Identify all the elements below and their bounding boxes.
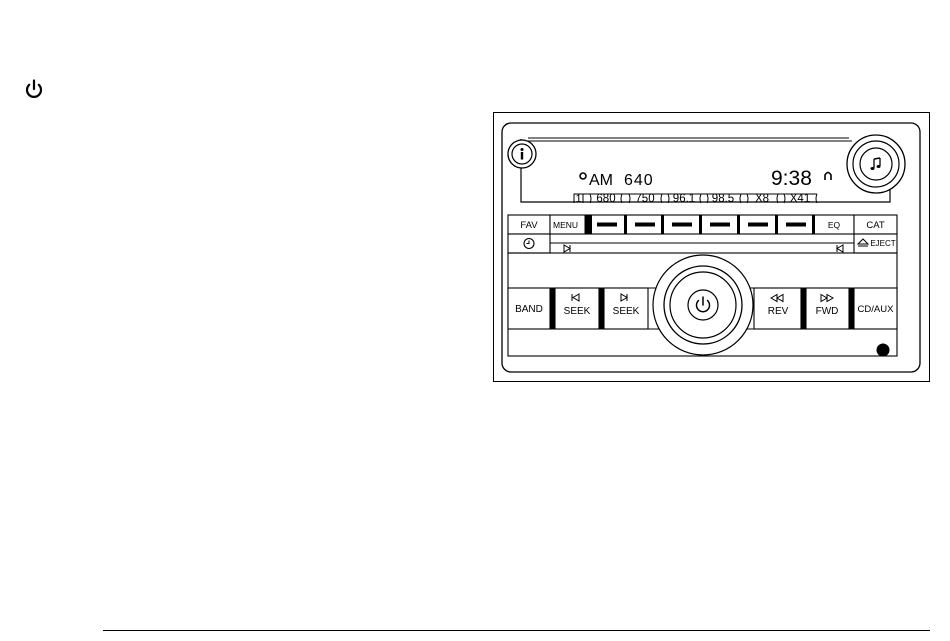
preset-button-5[interactable] xyxy=(748,223,768,227)
preset-2: 750 xyxy=(635,193,654,205)
slot-play-icon xyxy=(564,245,570,252)
eq-label: EQ xyxy=(828,220,841,230)
signal-icon xyxy=(825,173,831,181)
preset-button-divider xyxy=(585,215,592,234)
music-knob[interactable] xyxy=(847,135,905,193)
preset-5: X8 xyxy=(755,193,769,205)
radio-illustration: AM 640 9:38 1 680 750 96.1 98.5 X8 X41 F… xyxy=(493,112,930,382)
preset-button-2[interactable] xyxy=(635,223,655,227)
power-volume-knob[interactable] xyxy=(653,255,753,355)
band-indicator-icon xyxy=(580,173,586,179)
clock-readout: 9:38 xyxy=(771,167,812,190)
eject-label: EJECT xyxy=(870,239,895,248)
preset-1: 680 xyxy=(596,193,615,205)
frequency-readout: 640 xyxy=(624,172,654,189)
preset-3: 96.1 xyxy=(673,193,695,205)
menu-label: MENU xyxy=(553,220,578,230)
cat-label: CAT xyxy=(866,220,884,231)
page-footer-rule xyxy=(103,630,930,631)
rev-label: REV xyxy=(768,306,789,317)
radio-faceplate: AM 640 9:38 1 680 750 96.1 98.5 X8 X41 F… xyxy=(494,113,928,380)
preset-button-4[interactable] xyxy=(710,223,730,227)
preset-button-6[interactable] xyxy=(786,223,806,227)
preset-page-indicator: 1 xyxy=(576,193,582,205)
cd-aux-label: CD/AUX xyxy=(858,304,895,315)
band-button-label: BAND xyxy=(515,304,543,315)
preset-button-3[interactable] xyxy=(672,223,692,227)
cd-slot xyxy=(550,243,854,253)
preset-6: X41 xyxy=(790,193,810,205)
radio-display: AM 640 9:38 1 680 750 96.1 98.5 X8 X41 xyxy=(574,167,831,205)
power-icon xyxy=(22,78,46,102)
seek-forward-label: SEEK xyxy=(613,306,640,317)
preset-button-1[interactable] xyxy=(597,223,617,227)
fwd-label: FWD xyxy=(816,306,839,317)
band-label: AM xyxy=(589,172,613,189)
preset-4: 98.5 xyxy=(712,193,734,205)
slot-back-icon xyxy=(837,245,843,252)
seek-back-label: SEEK xyxy=(564,306,591,317)
fav-label: FAV xyxy=(520,220,538,231)
control-row: FAV MENU xyxy=(508,215,897,253)
info-knob[interactable] xyxy=(508,140,536,168)
aux-jack xyxy=(877,344,890,357)
info-icon xyxy=(521,148,524,160)
